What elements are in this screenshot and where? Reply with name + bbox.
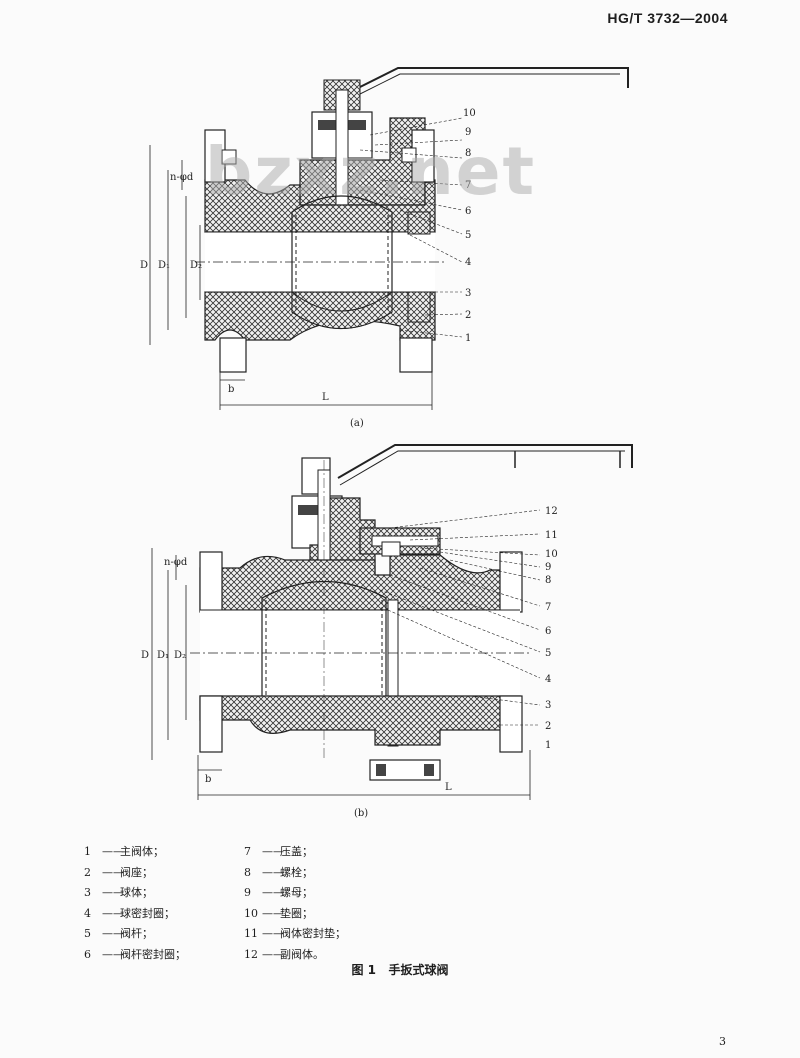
callout-a-2: 2	[465, 310, 471, 321]
dim-a-D: D	[140, 260, 148, 271]
dim-b-D: D	[141, 650, 149, 661]
callout-b-11: 11	[545, 530, 558, 541]
handle-a	[349, 67, 629, 93]
callout-b-4: 4	[545, 674, 551, 685]
body-lower-b	[199, 695, 521, 746]
legend-item: 6——阀杆密封圈；	[84, 947, 186, 961]
callout-a-1: 1	[465, 333, 471, 344]
legend-item: 5——阀杆；	[84, 927, 153, 940]
dim-b-D1: D₁	[157, 650, 169, 661]
callout-a-4: 4	[465, 257, 471, 268]
callout-b-3: 3	[545, 700, 551, 711]
dim-b-nd: n-φd	[164, 557, 188, 568]
callout-a-5: 5	[465, 230, 471, 241]
callout-a-9: 9	[465, 127, 471, 138]
callout-b-5: 5	[545, 648, 551, 659]
figure-title: 手扳式球阀	[388, 963, 449, 977]
dim-a-L: L	[322, 392, 329, 403]
watermark: bzxz.net	[205, 133, 537, 210]
legend-item: 8——螺栓；	[244, 865, 313, 879]
subfigure-b-label: (b)	[354, 808, 369, 819]
dim-a-D1: D₁	[158, 260, 170, 271]
legend-item: 12——副阀体。	[244, 947, 324, 961]
handle-b	[337, 444, 633, 479]
body-upper-b	[199, 554, 521, 611]
drawing-b: 12 11 10 9 8 7 6 5 4 3 2 1 D D₁ D₂ n-φd …	[141, 444, 633, 800]
legend-item: 2——阀座；	[84, 865, 153, 879]
callout-b-8: 8	[545, 575, 551, 586]
dim-a-b: b	[228, 384, 234, 395]
callout-a-6: 6	[465, 206, 471, 217]
dim-a-nd: n-φd	[170, 172, 194, 183]
dim-a-D2: D₂	[190, 260, 202, 271]
callout-b-6: 6	[545, 626, 551, 637]
callout-b-9: 9	[545, 562, 551, 573]
callout-a-3: 3	[465, 288, 471, 299]
callout-b-1: 1	[545, 740, 551, 751]
callout-a-8: 8	[465, 148, 471, 159]
legend-item: 10——垫圈；	[244, 906, 313, 920]
legend-item: 1——主阀体；	[84, 845, 164, 858]
callout-b-12: 12	[545, 506, 558, 517]
legend-item: 11——阀体密封垫；	[244, 927, 346, 940]
dim-b-D2: D₂	[174, 650, 186, 661]
dim-b-L: L	[445, 782, 452, 793]
dim-b-b: b	[205, 774, 211, 785]
legend-item: 7——压盖；	[244, 845, 313, 858]
callout-a-10: 10	[463, 108, 476, 119]
callout-a-7: 7	[465, 180, 471, 191]
subfigure-a-label: (a)	[350, 418, 364, 429]
callout-b-10: 10	[545, 549, 558, 560]
figure-number: 图 1	[351, 963, 376, 977]
legend-item: 4——球密封圈；	[84, 906, 175, 920]
callout-b-2: 2	[545, 721, 551, 732]
figure-caption: 图 1 手扳式球阀	[0, 961, 800, 978]
callout-b-7: 7	[545, 602, 551, 613]
page-number: 3	[719, 1035, 726, 1048]
drawing-a: 10 9 8 7 6 5 4 3 2 1 D D₁ D₂ n-φd L b	[140, 67, 629, 410]
standard-code: HG/T 3732—2004	[607, 10, 728, 26]
legend-item: 9——螺母；	[244, 886, 313, 899]
legend-item: 3——球体；	[84, 886, 153, 899]
